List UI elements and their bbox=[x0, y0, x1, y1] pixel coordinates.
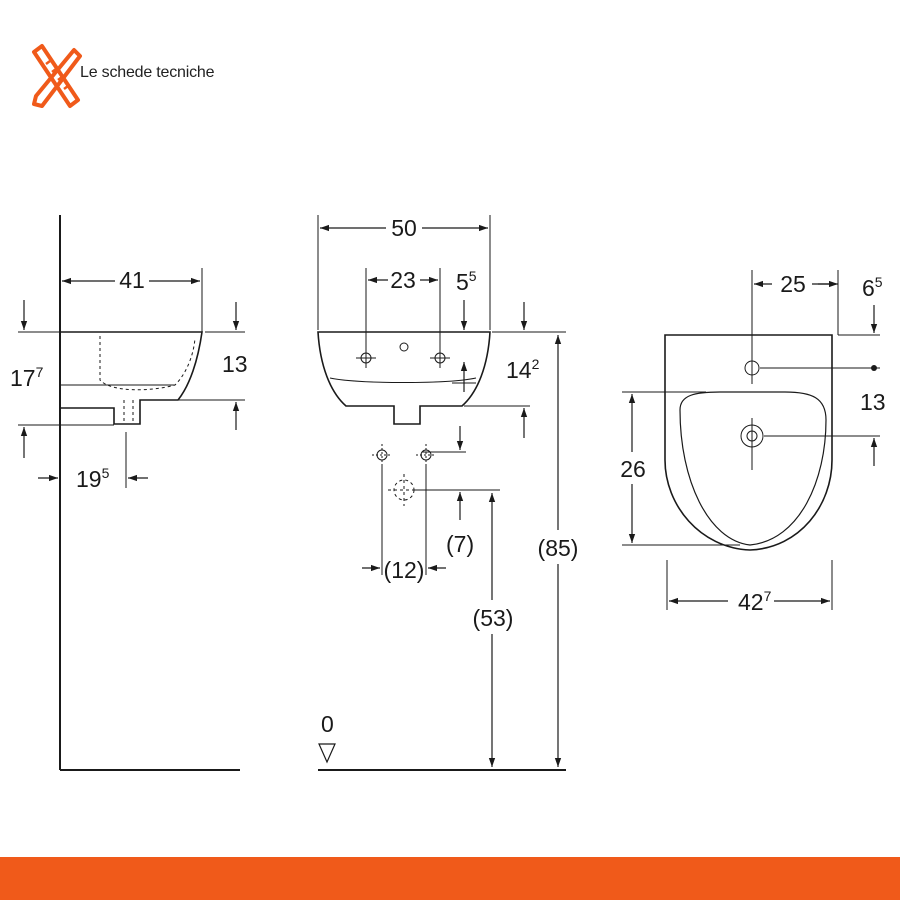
basin-side-profile bbox=[60, 331, 203, 425]
brand-text: Le schede tecniche bbox=[80, 64, 215, 81]
footer-accent-bar bbox=[0, 857, 900, 900]
dim-inner-depth: 26 bbox=[620, 456, 646, 482]
dim-edge-offset: 55 bbox=[456, 268, 477, 295]
dim-side-height: 177 bbox=[10, 364, 44, 391]
tap-hole-right bbox=[430, 348, 450, 368]
tap-hole-top bbox=[744, 352, 760, 384]
tap-hole-left bbox=[356, 348, 376, 368]
ruler-pencil-cross-icon bbox=[32, 44, 82, 108]
dim-basin-height: 13 bbox=[222, 351, 248, 377]
basin-top-outline bbox=[664, 334, 833, 551]
basin-bowl-outline bbox=[679, 391, 827, 546]
side-view bbox=[18, 215, 245, 771]
brand: Le schede tecniche bbox=[28, 42, 214, 112]
dim-tap-spacing: 23 bbox=[390, 267, 416, 293]
drain-hole-top bbox=[740, 418, 764, 470]
overflow-hole bbox=[399, 342, 409, 352]
dim-edge-gap: 65 bbox=[862, 274, 883, 301]
dim-front-width: 50 bbox=[391, 215, 417, 241]
floor-level-label: 0 bbox=[321, 711, 334, 737]
dim-drain-height: (53) bbox=[473, 605, 514, 631]
top-view bbox=[622, 270, 880, 610]
dim-supply-spacing: (12) bbox=[384, 557, 425, 583]
dim-total-height: (85) bbox=[538, 535, 579, 561]
dim-supply-vertical: (7) bbox=[446, 531, 474, 557]
floor-level-marker bbox=[318, 743, 336, 764]
basin-inner-dashed bbox=[99, 336, 196, 391]
supply-point-right bbox=[416, 444, 436, 466]
dim-depth: 41 bbox=[119, 267, 145, 293]
dim-outlet-offset: 195 bbox=[76, 465, 110, 492]
dim-tap-to-drain: 13 bbox=[860, 389, 886, 415]
front-view bbox=[317, 215, 566, 771]
dim-rim-height: 142 bbox=[506, 356, 540, 383]
supply-point-left bbox=[372, 444, 392, 466]
dim-tap-to-edge: 25 bbox=[780, 271, 806, 297]
basin-front-outline bbox=[317, 331, 491, 425]
dim-overall-width: 427 bbox=[738, 588, 772, 615]
